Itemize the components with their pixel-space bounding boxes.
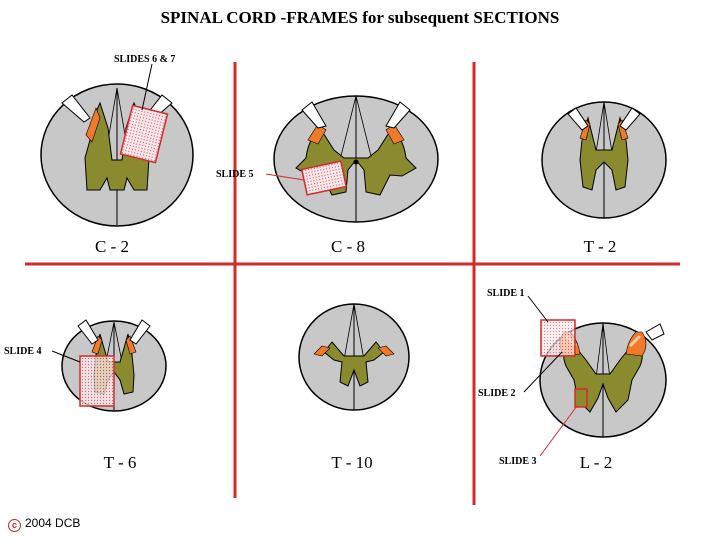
cord-section-c8 (273, 95, 439, 223)
cord-section-t6 (61, 319, 167, 412)
panel-label-t6: T - 6 (104, 453, 137, 472)
panel-label-l2: L - 2 (580, 453, 612, 472)
slide-frame-4 (79, 355, 115, 407)
cord-section-t10 (298, 303, 410, 411)
copyright-icon: c (8, 519, 21, 532)
page-title: SPINAL CORD -FRAMES for subsequent SECTI… (160, 8, 560, 27)
panel-label-t2: T - 2 (584, 237, 617, 256)
copyright-notice: c 2004 DCB (8, 516, 80, 532)
slide-frame-6-7 (119, 104, 169, 164)
label-slide-1: SLIDE 1 (487, 288, 525, 299)
label-slides-6-7: SLIDES 6 & 7 (114, 54, 175, 65)
panel-label-c2: C - 2 (95, 237, 129, 256)
panel-label-t10: T - 10 (331, 453, 372, 472)
label-slide-5: SLIDE 5 (216, 169, 254, 180)
slide-frame-3 (574, 388, 588, 408)
cord-section-l2 (539, 319, 667, 438)
cord-section-t2 (541, 101, 667, 219)
grid-dividers (25, 62, 680, 505)
panel-label-c8: C - 8 (331, 237, 365, 256)
slide-annotations: SLIDES 6 & 7 SLIDE 5 SLIDE 4 SLIDE 1 SLI… (4, 54, 578, 467)
label-slide-2: SLIDE 2 (478, 388, 516, 399)
copyright-text: 2004 DCB (25, 516, 81, 530)
slide-frame-1 (540, 319, 576, 357)
label-slide-4: SLIDE 4 (4, 346, 42, 357)
cord-section-c2 (40, 83, 194, 227)
panel-labels: C - 2 C - 8 T - 2 T - 6 T - 10 L - 2 (95, 237, 616, 472)
slide-frame-5 (300, 160, 348, 196)
label-slide-3: SLIDE 3 (499, 456, 537, 467)
